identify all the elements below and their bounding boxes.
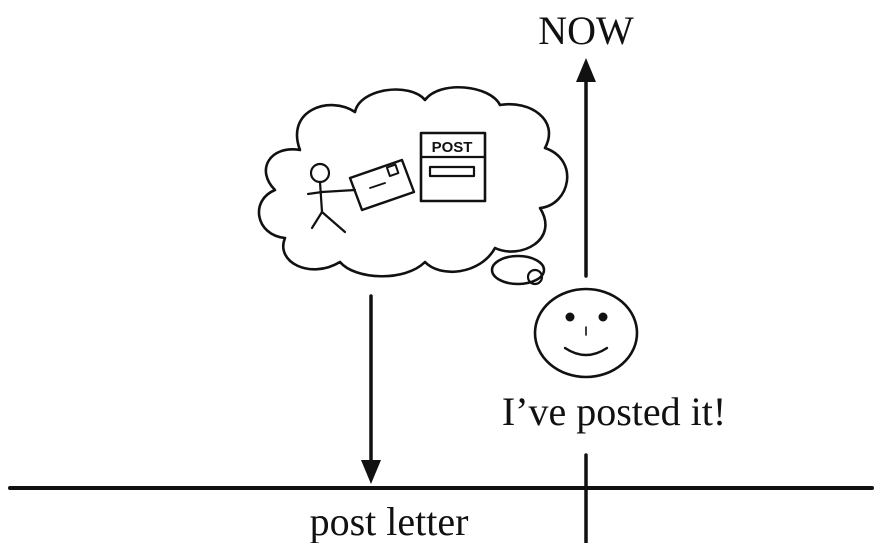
smiley-face-icon	[533, 287, 639, 379]
stick-figure-icon	[306, 162, 357, 234]
event-label: post letter	[310, 499, 469, 543]
speech-label: I’ve posted it!	[502, 389, 726, 434]
letter-icon	[348, 158, 416, 212]
post-box-icon: POST	[419, 131, 487, 203]
now-marker	[576, 58, 596, 543]
event-arrow	[361, 294, 381, 484]
post-box-label: POST	[432, 139, 473, 156]
now-arrowhead	[576, 58, 596, 82]
thought-bubble-icon	[257, 86, 569, 286]
now-label: NOW	[538, 8, 634, 53]
